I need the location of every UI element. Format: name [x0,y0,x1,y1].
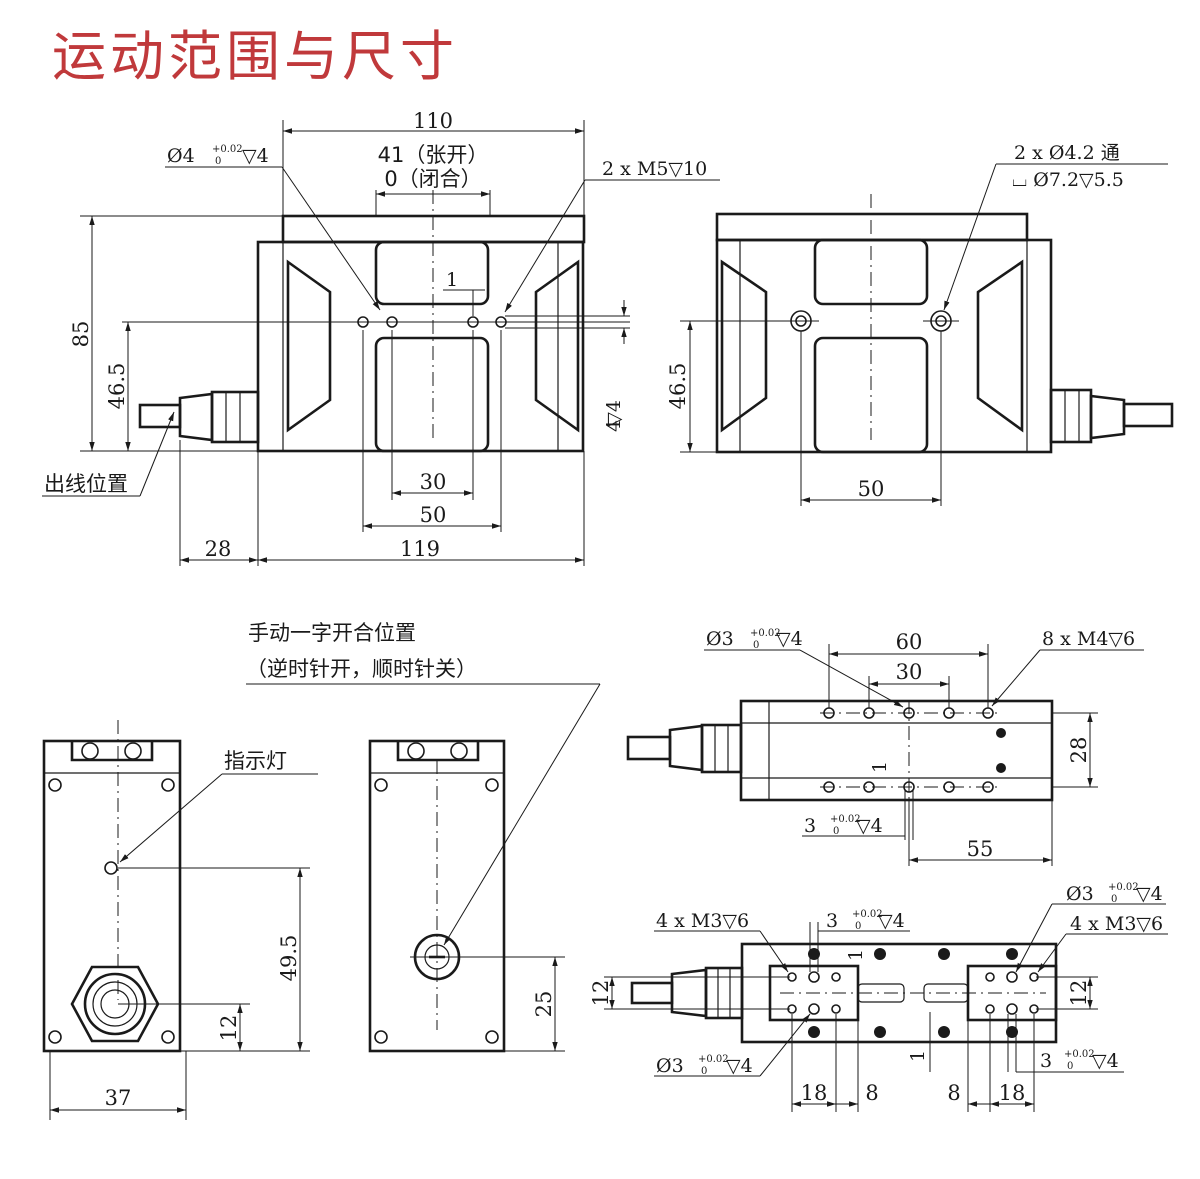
jaw-dim-8-right: 8 [947,1081,960,1105]
top-pin-depth-2: ▽4 [856,815,883,837]
top-view-body [739,699,1054,802]
indicator-light [104,861,118,875]
dim-12: 12 [217,1015,241,1042]
dim-119: 119 [400,537,440,561]
jaw-right2-tol-lower: 0 [1067,1061,1073,1072]
jaw-top-pin-depth: ▽4 [878,910,905,932]
jaw-dim-12-left: 12 [589,980,613,1007]
end-view-right: 25 手动一字开合位置 （逆时针开，顺时针关） [246,621,601,1053]
top-dim-60: 60 [896,630,923,654]
jaw-bottom-tol-lower: 0 [701,1066,707,1077]
hole-tol-lower: 0 [215,156,221,167]
jaw-dim-1-top: 1 [845,949,867,961]
jaw-top-tol-lower: 0 [855,921,861,932]
stroke-open-label: 41（张开） [378,143,489,167]
dim-50: 50 [420,503,447,527]
dim-49-5: 49.5 [277,935,301,982]
end-body-right [368,739,506,1053]
jaw-dim-1-bottom: 1 [907,1050,929,1062]
top-thread-spec: 8 x M4▽6 [1042,628,1135,650]
jaw-dim-18-right: 18 [999,1081,1026,1105]
dim-85: 85 [69,321,93,348]
top-tol-lower: 0 [753,640,759,651]
jaw-top-tol-upper: +0.02 [852,909,883,920]
top-tol-upper: +0.02 [750,628,781,639]
top-view: Ø3 +0.02 0 ▽4 8 x M4▽6 60 30 28 1 3 +0.0… [626,628,1144,866]
side-dim-46-5: 46.5 [666,363,690,410]
jaw-left-thread: 4 x M3▽6 [656,910,749,932]
jaw-view: 4 x M3▽6 3 +0.02 0 ▽4 1 Ø3 +0.02 0 ▽4 4 … [589,882,1168,1112]
top-pin-spec-2: 3 [804,815,816,837]
top-dim-30: 30 [896,660,923,684]
side-hole-spec: 4 [603,420,625,432]
lower-window [374,336,490,453]
right-pocket [534,259,580,433]
cable [138,403,182,429]
jaw-top-pin: 3 [826,910,838,932]
top-dim-1: 1 [869,761,891,773]
top-dim-28: 28 [1067,737,1091,764]
jaw-dim-18-left: 18 [801,1081,828,1105]
hole-spec: Ø4 [167,145,195,167]
side-hole-depth: ▽4 [603,400,625,427]
dim-30: 30 [420,470,447,494]
jaw-right-tol-lower: 0 [1111,894,1117,905]
indicator-label: 指示灯 [224,749,287,773]
jaw-bottom-pin-depth: ▽4 [726,1055,753,1077]
gland-hex [70,965,160,1043]
side-top-plate [715,212,1029,242]
page-title: 运动范围与尺寸 [52,25,458,88]
dim-37: 37 [105,1086,132,1110]
jaw-right2-tol-upper: +0.02 [1064,1049,1095,1060]
cable-position-label: 出线位置 [44,472,128,496]
side-view: 2 x Ø4.2 通 ⌴ Ø7.2▽5.5 46.5 50 [666,142,1174,506]
top-hole-row [823,707,1006,793]
dim-25: 25 [532,991,556,1018]
jaw-bottom-tol-upper: +0.02 [698,1054,729,1065]
gripper-body [256,240,585,453]
jaw-dim-8-left: 8 [865,1081,878,1105]
front-view: 110 41（张开） 0（闭合） Ø4 +0.02 0 ▽4 2 x M5▽10… [42,109,720,566]
thread-spec: 2 x M5▽10 [602,158,707,180]
left-pocket [286,259,332,433]
top-pin-spec: Ø3 [706,628,734,650]
manual-note: （逆时针开，顺时针关） [246,657,477,681]
hole-tol-upper: +0.02 [212,144,243,155]
upper-window [374,240,490,306]
jaw-dim-12-right: 12 [1067,980,1091,1007]
top-tol-upper-2: +0.02 [830,814,861,825]
jaw-bottom-pin: Ø3 [656,1055,684,1077]
jaw-right-thread: 4 x M3▽6 [1070,913,1163,935]
through-hole-spec: 2 x Ø4.2 通 [1014,142,1120,164]
stroke-closed-label: 0（闭合） [384,167,481,191]
dim-offset: 1 [446,269,458,291]
dim-46-5: 46.5 [105,363,129,410]
side-dim-50: 50 [858,477,885,501]
dim-110: 110 [413,109,453,133]
end-body-left [42,739,182,1053]
jaw-right-pin: Ø3 [1066,883,1094,905]
jaw-right-pin-2: 3 [1040,1050,1052,1072]
end-view-left: 指示灯 49.5 12 37 [42,720,318,1120]
jaw-right-pin-2-depth: ▽4 [1092,1050,1119,1072]
dim-28: 28 [205,537,232,561]
top-dim-55: 55 [967,837,994,861]
top-tol-lower-2: 0 [833,826,839,837]
counterbore-spec: ⌴ Ø7.2▽5.5 [1012,169,1124,191]
jaw-right-tol-upper: +0.02 [1108,882,1139,893]
jaw-right-pin-depth: ▽4 [1136,883,1163,905]
hole-depth: ▽4 [242,145,269,167]
top-pin-depth: ▽4 [776,628,803,650]
manual-label: 手动一字开合位置 [248,621,416,645]
